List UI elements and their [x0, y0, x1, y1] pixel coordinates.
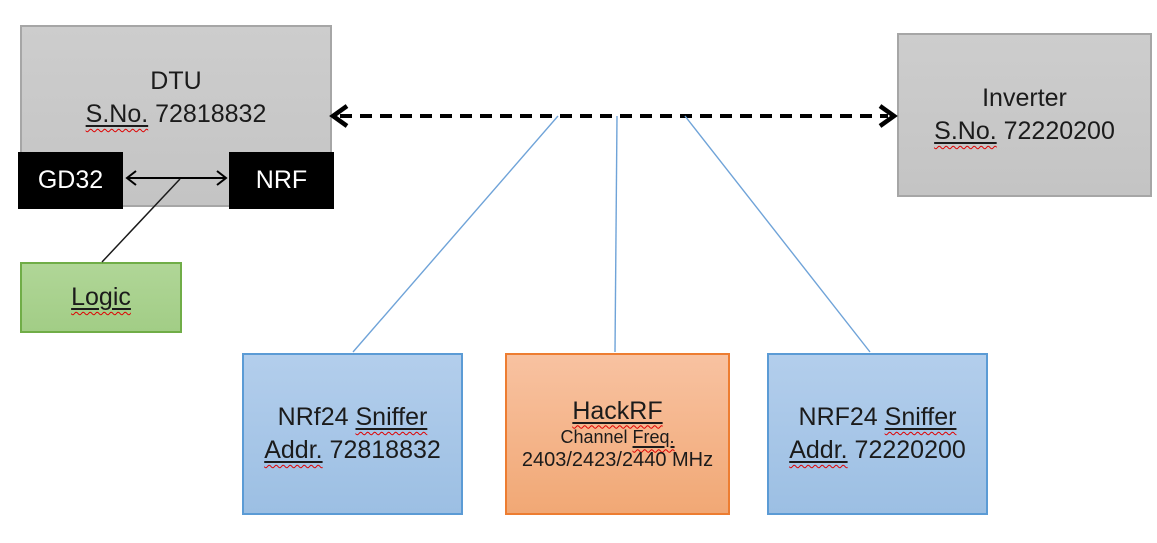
sniffer-left-tap-line: [352, 115, 559, 353]
dtu-serial-line: S.No. 72818832: [86, 98, 267, 131]
nrf24-sniffer-left-box: NRf24 Sniffer Addr. 72818832: [242, 353, 463, 515]
inverter-title: Inverter: [982, 84, 1067, 112]
dtu-serial-number: 72818832: [155, 100, 267, 128]
sniffer-right-title: NRF24 Sniffer: [798, 403, 957, 431]
sniffer-right-tap-line: [684, 115, 871, 353]
dtu-serial-label: S.No.: [85, 100, 149, 128]
sniffer-left-addr-line: Addr. 72818832: [264, 436, 441, 464]
sniffer-left-addr-number: 72818832: [329, 436, 441, 464]
nrf-label: NRF: [255, 166, 308, 194]
hackrf-box: HackRF Channel Freq. 2403/2423/2440 MHz: [505, 353, 730, 515]
inverter-box: Inverter S.No. 72220200: [897, 33, 1152, 197]
dtu-inverter-rf-link-arrow: [329, 104, 898, 128]
hackrf-tap-line: [614, 115, 618, 353]
dtu-title: DTU: [150, 67, 202, 95]
sniffer-left-title: NRf24 Sniffer: [277, 403, 428, 431]
hackrf-frequencies: 2403/2423/2440 MHz: [521, 448, 714, 471]
nrf-chip: NRF: [229, 152, 334, 209]
logic-box: Logic: [20, 262, 182, 333]
hackrf-title: HackRF: [572, 396, 663, 425]
hackrf-channel-freq-label: Channel Freq.: [560, 426, 675, 447]
gd32-chip: GD32: [18, 152, 123, 209]
gd32-label: GD32: [37, 166, 104, 194]
inverter-serial-line: S.No. 72220200: [934, 115, 1115, 148]
inverter-serial-number: 72220200: [1003, 117, 1115, 145]
sniffer-right-addr-number: 72220200: [854, 436, 966, 464]
sniffer-right-addr-line: Addr. 72220200: [789, 436, 966, 464]
logic-label: Logic: [71, 283, 131, 311]
inverter-serial-label: S.No.: [934, 117, 997, 145]
nrf24-sniffer-right-box: NRF24 Sniffer Addr. 72220200: [767, 353, 988, 515]
